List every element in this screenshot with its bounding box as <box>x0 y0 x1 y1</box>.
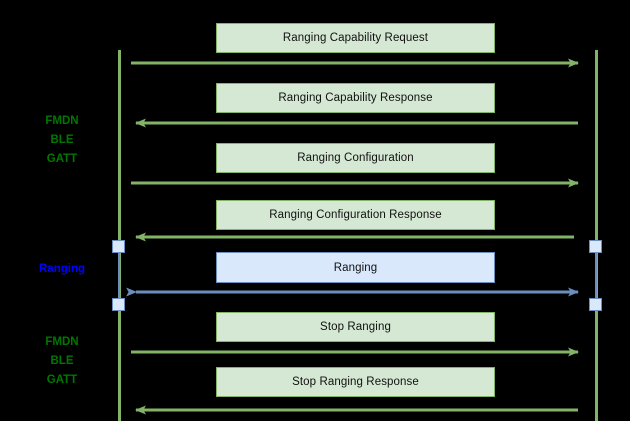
message-box-ranging[interactable]: Ranging <box>216 252 495 283</box>
message-box-ranging-configuration[interactable]: Ranging Configuration <box>216 143 495 173</box>
phase-label-fmdn-ble-gatt-top: FMDN BLE GATT <box>32 112 92 169</box>
phase-label-line: BLE <box>50 355 74 367</box>
activation-left-bottom <box>112 298 125 311</box>
blue-lifeline-right <box>595 246 597 302</box>
phase-label-line: BLE <box>50 134 74 146</box>
blue-lifeline-left <box>118 246 120 302</box>
left-lifeline <box>118 50 121 421</box>
message-box-stop-ranging-response[interactable]: Stop Ranging Response <box>216 367 495 397</box>
message-box-ranging-capability-response[interactable]: Ranging Capability Response <box>216 83 495 113</box>
activation-right-bottom <box>589 298 602 311</box>
phase-label-fmdn-ble-gatt-bottom: FMDN BLE GATT <box>32 333 92 390</box>
message-box-ranging-capability-request[interactable]: Ranging Capability Request <box>216 23 495 53</box>
phase-label-line: GATT <box>46 374 78 386</box>
activation-right-top <box>589 240 602 253</box>
right-lifeline <box>595 50 598 421</box>
phase-label-line: Ranging <box>39 263 85 275</box>
message-box-stop-ranging[interactable]: Stop Ranging <box>216 312 495 342</box>
phase-label-line: GATT <box>46 153 78 165</box>
phase-label-ranging: Ranging <box>28 260 96 279</box>
phase-label-line: FMDN <box>45 336 79 348</box>
activation-left-top <box>112 240 125 253</box>
phase-label-line: FMDN <box>45 115 79 127</box>
message-box-ranging-configuration-response[interactable]: Ranging Configuration Response <box>216 200 495 230</box>
